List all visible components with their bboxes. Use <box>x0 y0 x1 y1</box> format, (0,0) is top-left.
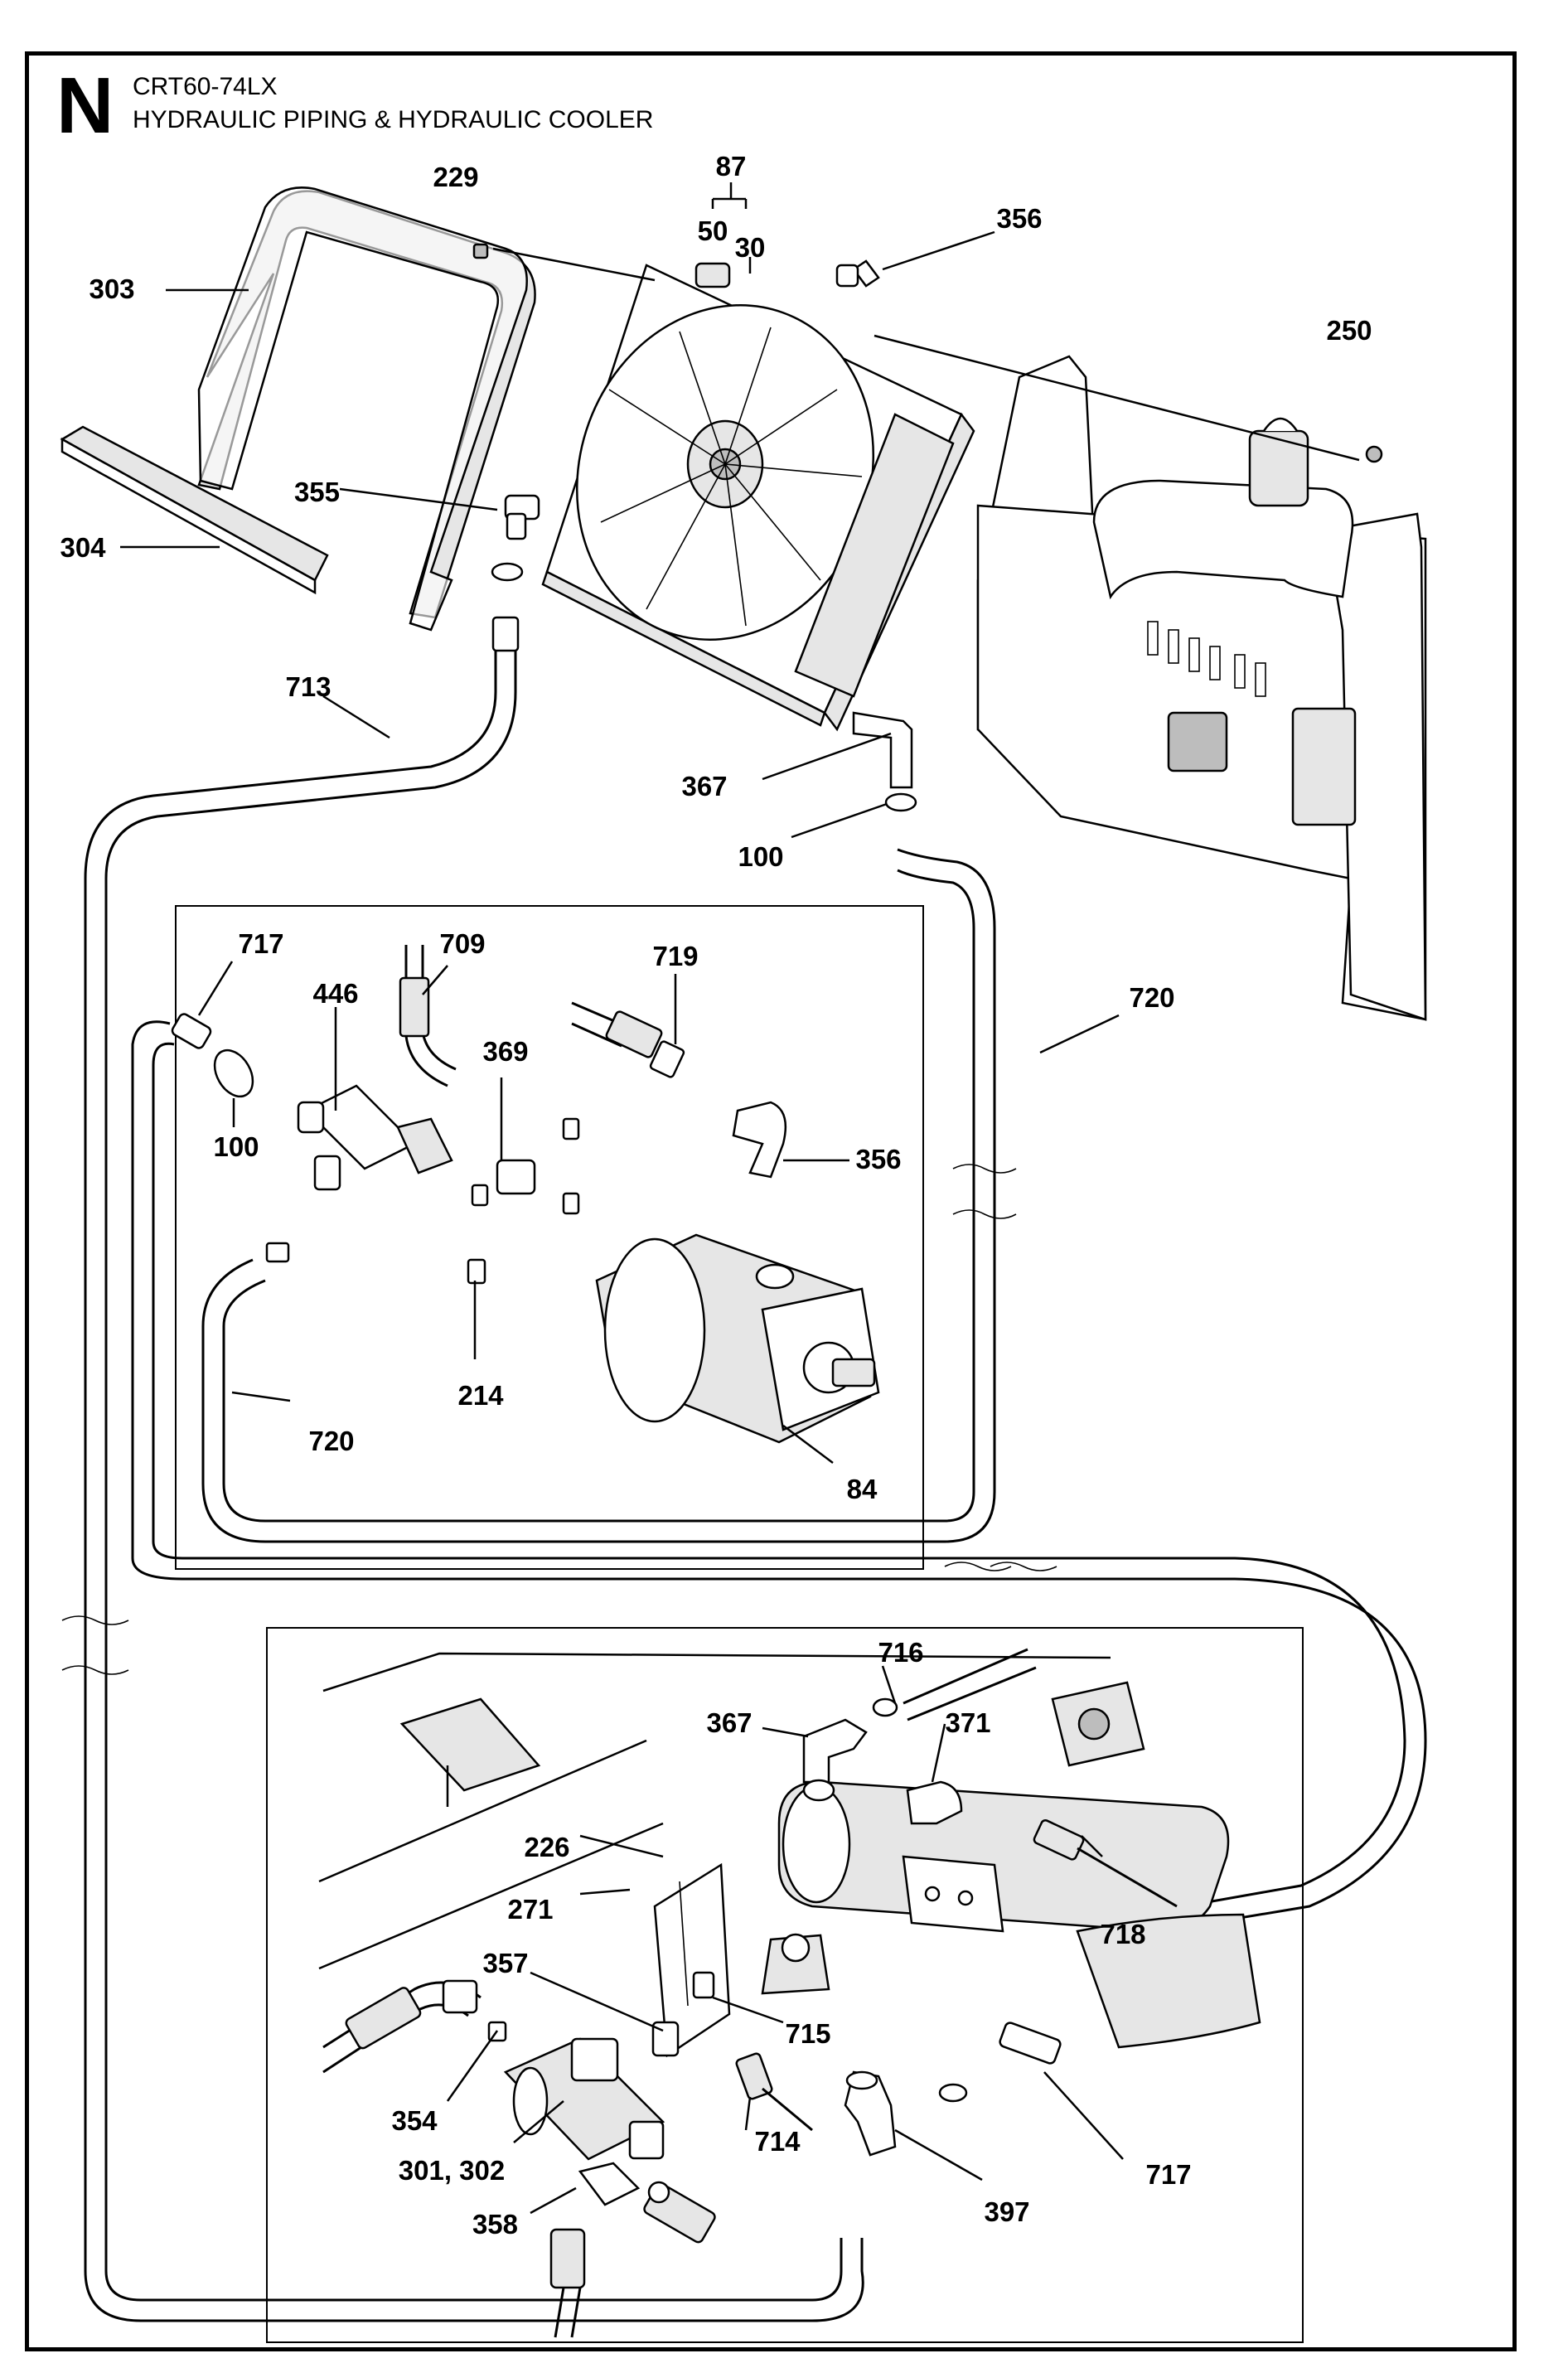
callout-30: 30 <box>735 232 766 263</box>
callout-357: 357 <box>482 1948 528 1978</box>
hose-718 <box>1033 1818 1178 1908</box>
callout-367-top: 367 <box>681 771 727 801</box>
tee-fitting-446 <box>265 1084 453 1263</box>
adapter-369 <box>496 1159 536 1195</box>
callout-713: 713 <box>285 671 331 702</box>
callout-715: 715 <box>785 2018 830 2049</box>
callout-358: 358 <box>472 2209 518 2240</box>
hose-end-717 <box>171 1013 212 1049</box>
hose-719 <box>571 1001 685 1078</box>
callout-716: 716 <box>878 1637 923 1668</box>
clamp-100-upper <box>884 792 917 812</box>
callout-250: 250 <box>1326 315 1372 346</box>
pivot-block <box>1051 1681 1145 1767</box>
hydraulic-cylinder-301 <box>503 2037 665 2161</box>
hose-720 <box>201 848 1017 1543</box>
callout-714: 714 <box>754 2126 801 2157</box>
clamp-100-mid <box>213 1048 254 1098</box>
callout-214: 214 <box>457 1380 504 1411</box>
clamp-100-top <box>491 562 524 582</box>
callout-271: 271 <box>507 1894 553 1925</box>
callout-718: 718 <box>1100 1919 1145 1949</box>
callout-301-302: 301, 302 <box>399 2155 505 2186</box>
foam-strip-304 <box>60 425 329 595</box>
foam-seal-303 <box>197 186 536 632</box>
callout-303: 303 <box>89 274 134 304</box>
callout-367-bot: 367 <box>706 1707 752 1738</box>
elbow-367-top <box>852 711 913 789</box>
callout-100-top: 100 <box>738 841 783 872</box>
mount-271 <box>761 1933 830 1995</box>
elbow-355 <box>504 494 540 540</box>
callout-719: 719 <box>652 941 698 971</box>
mounting-frame <box>976 355 1427 1021</box>
elbow-356-mid <box>732 1101 787 1179</box>
callout-304: 304 <box>60 532 106 563</box>
callout-355: 355 <box>294 477 340 507</box>
callout-720-right: 720 <box>1129 982 1174 1013</box>
callout-354: 354 <box>391 2105 438 2136</box>
machine-frame-lower <box>318 1652 1111 1970</box>
callout-229: 229 <box>433 162 478 192</box>
callout-371: 371 <box>945 1707 990 1738</box>
bolts-214 <box>467 1117 580 1285</box>
fitting-357 <box>651 2021 680 2057</box>
callout-446: 446 <box>312 978 358 1009</box>
callout-84: 84 <box>847 1474 878 1504</box>
callout-717-right: 717 <box>1145 2159 1191 2190</box>
callout-356-top: 356 <box>996 203 1042 234</box>
plate-bracket <box>902 1855 1004 1933</box>
callout-709: 709 <box>439 928 485 959</box>
pump-84 <box>595 1233 880 1444</box>
nut-250 <box>1365 445 1383 463</box>
section-letter: N <box>56 61 114 150</box>
callout-50: 50 <box>698 215 728 246</box>
cooler-cap-50 <box>694 262 731 288</box>
frame-detail-box <box>266 1627 1304 2343</box>
hose-717 <box>131 1020 1427 2065</box>
fitting-229 <box>472 243 489 259</box>
pump-detail-box <box>175 905 924 1570</box>
hose-713 <box>61 616 864 2322</box>
bracket-226 <box>653 1862 731 2058</box>
hose-709 <box>399 945 457 1087</box>
elbow-367-bot <box>802 1718 868 1802</box>
fitting-371 <box>906 1780 963 1825</box>
hose-714 <box>735 2052 813 2132</box>
tube-beam <box>777 1780 1261 2049</box>
elbow-397 <box>844 2070 968 2157</box>
callout-100-mid: 100 <box>213 1131 259 1162</box>
callout-369: 369 <box>482 1036 528 1067</box>
callout-labels: 87 229 50 30 356 303 250 355 304 713 367… <box>60 151 1372 2240</box>
callout-397: 397 <box>984 2196 1029 2227</box>
callout-717-left: 717 <box>238 928 283 959</box>
model-number: CRT60-74LX <box>133 73 278 100</box>
hose-717-end <box>999 2022 1062 2065</box>
callout-356-mid: 356 <box>855 1144 901 1174</box>
diagram-title: HYDRAULIC PIPING & HYDRAULIC COOLER <box>133 106 654 133</box>
hydraulic-cooler <box>541 262 975 732</box>
elbow-356-top <box>835 259 880 288</box>
tee-358 <box>549 2162 716 2338</box>
fitting-715 <box>692 1971 715 1999</box>
hose-713-end <box>491 616 520 652</box>
callout-226: 226 <box>524 1832 569 1862</box>
leader-lines <box>120 182 1360 2215</box>
callout-87: 87 <box>716 151 747 182</box>
clamp-716 <box>872 1648 1037 1721</box>
callout-720-left: 720 <box>308 1426 354 1456</box>
